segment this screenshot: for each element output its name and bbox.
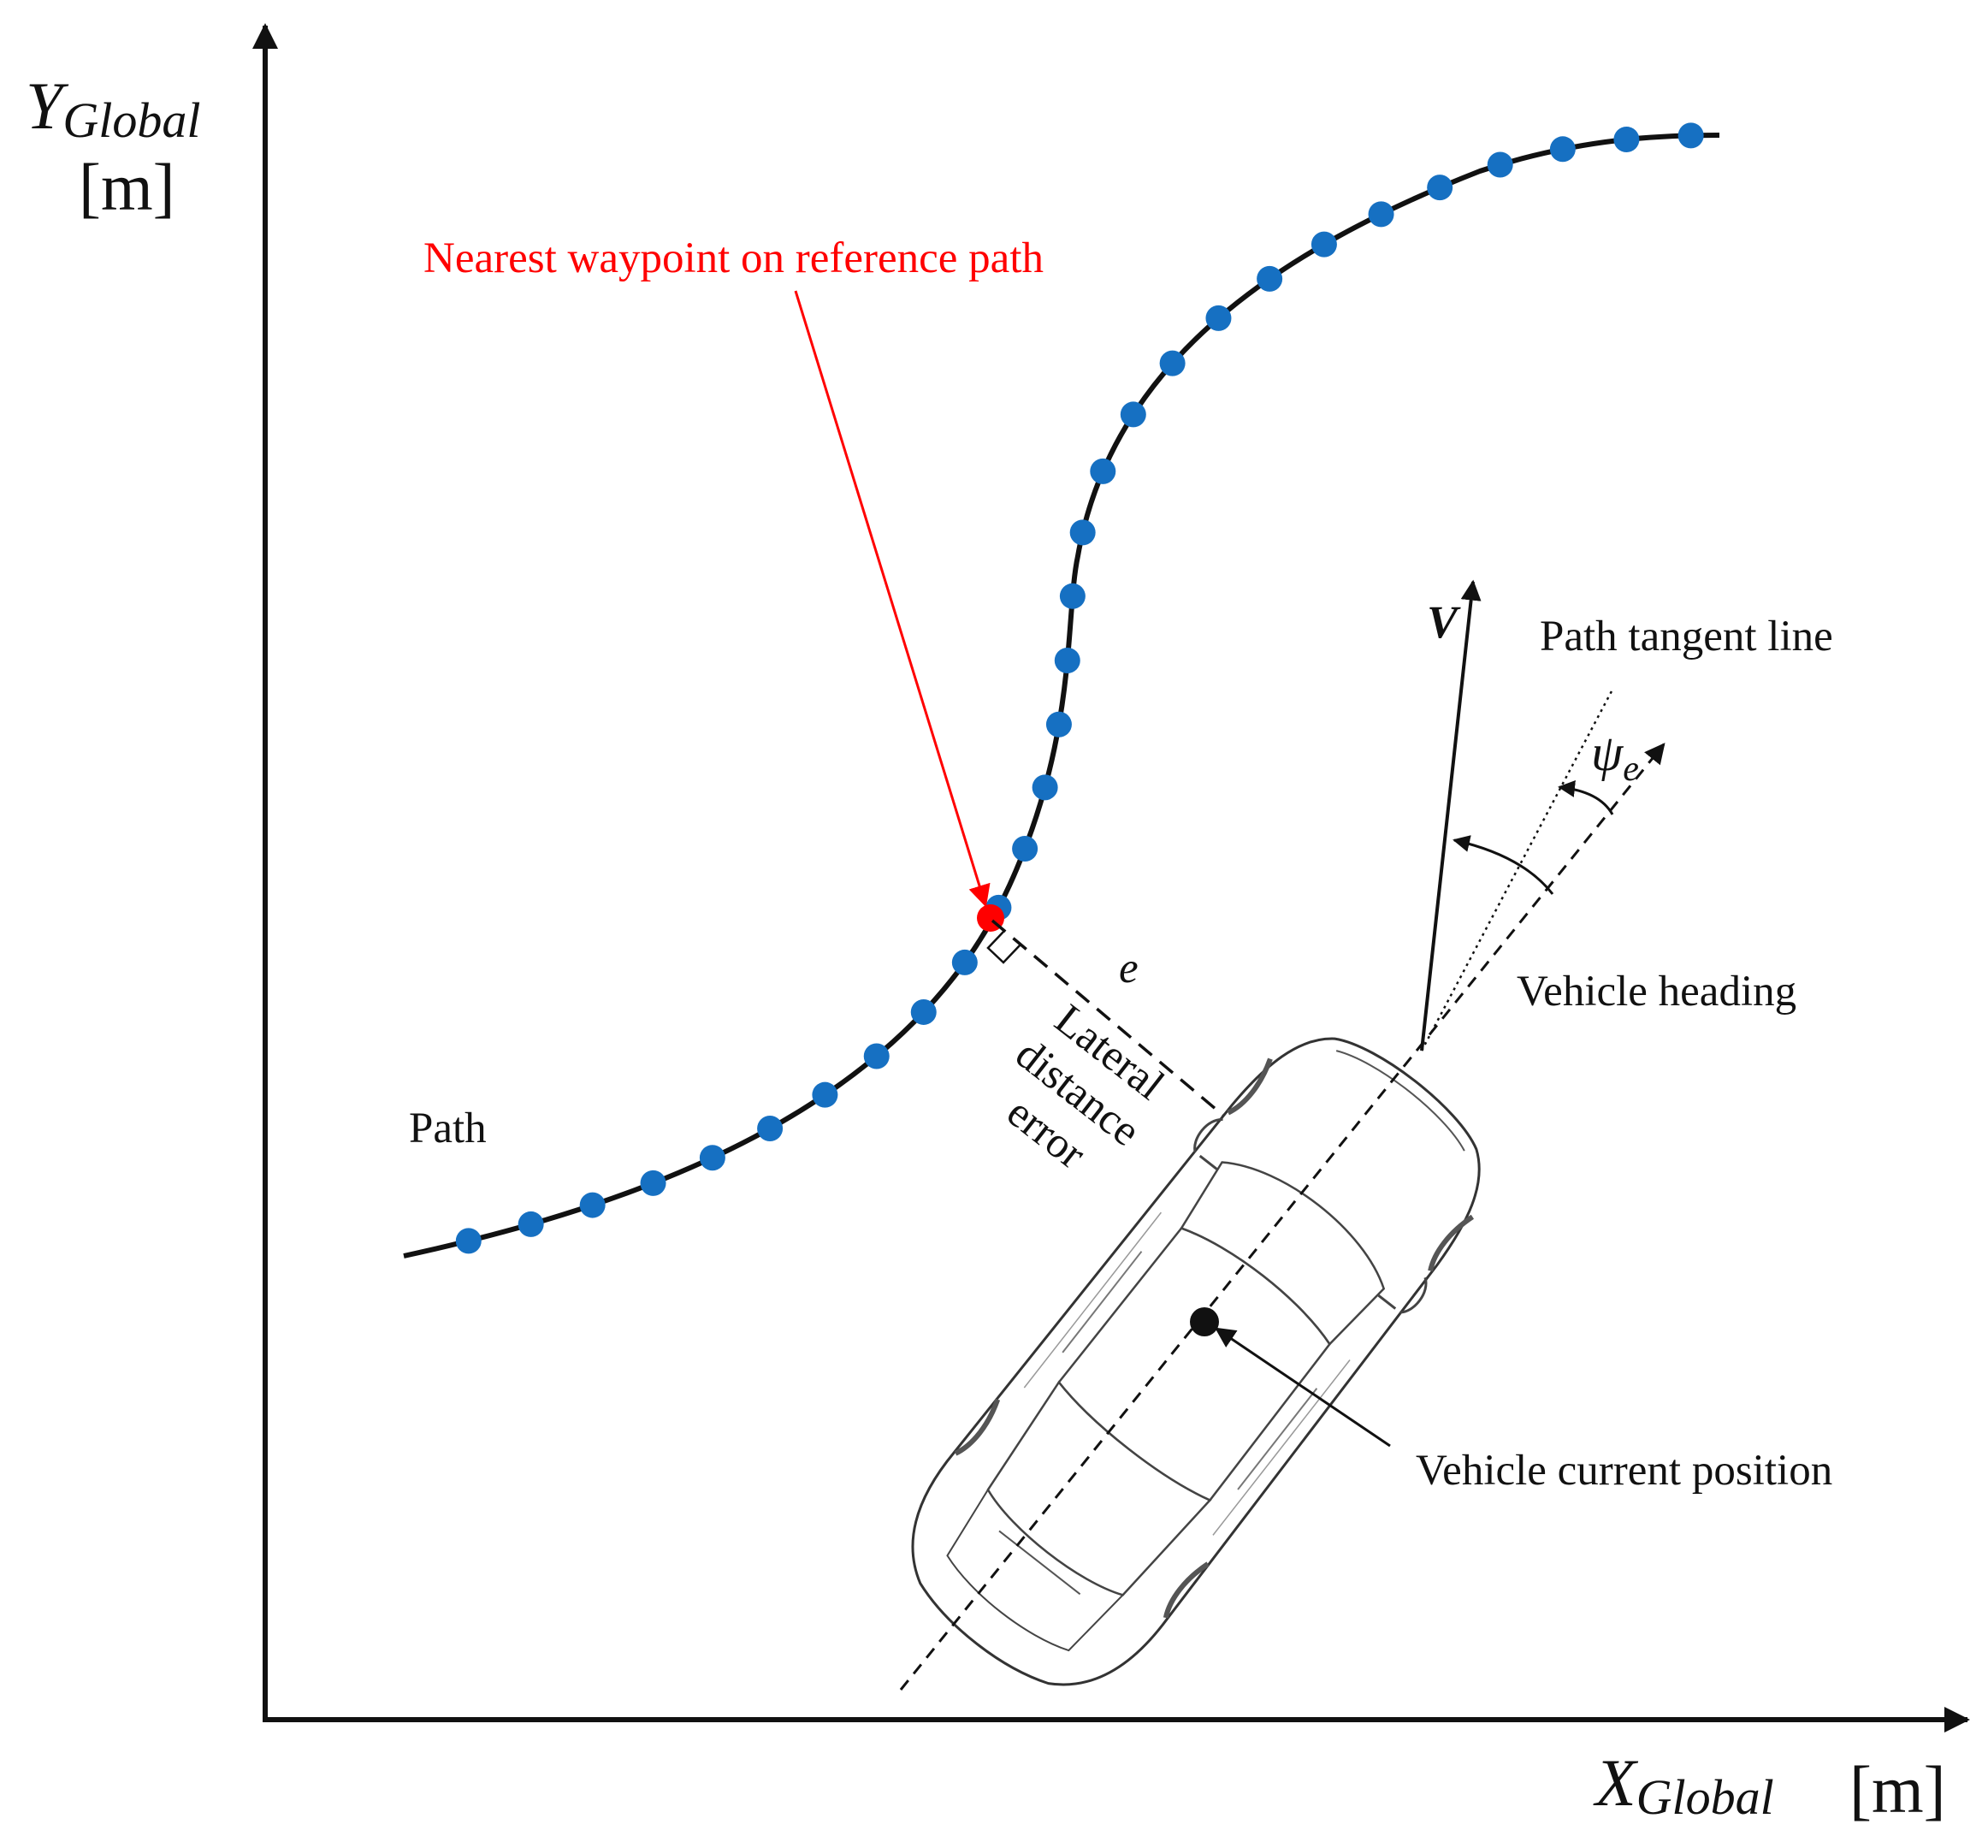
waypoint — [1427, 175, 1453, 201]
path-tangent-label: Path tangent line — [1540, 613, 1833, 660]
vehicle-heading-label: Vehicle heading — [1517, 968, 1796, 1016]
y-axis-label: YGlobal — [26, 68, 201, 148]
waypoint — [1032, 774, 1058, 801]
right-angle-marker — [986, 930, 1021, 964]
waypoint — [812, 1081, 838, 1108]
waypoint — [699, 1145, 725, 1171]
waypoint — [640, 1170, 666, 1196]
y-axis-unit: [m] — [79, 150, 175, 224]
waypoint — [863, 1043, 890, 1069]
velocity-label: V — [1427, 596, 1461, 648]
waypoint — [1368, 201, 1394, 228]
waypoint — [1059, 583, 1086, 609]
error-symbol-label: e — [1119, 945, 1139, 992]
heading-error-label: ψe — [1591, 725, 1639, 789]
waypoint — [1613, 127, 1640, 153]
waypoint — [1311, 231, 1337, 258]
waypoint — [1045, 711, 1072, 737]
waypoint — [757, 1116, 784, 1142]
waypoint — [518, 1211, 544, 1237]
waypoint — [951, 949, 978, 975]
velocity-vector — [1420, 579, 1482, 1051]
waypoint — [1677, 122, 1704, 149]
vehicle-position-arrow — [1215, 1327, 1391, 1448]
waypoint — [579, 1192, 606, 1218]
waypoint — [1120, 401, 1146, 428]
nearest-waypoint-label: Nearest waypoint on reference path — [423, 234, 1044, 282]
waypoint — [1054, 647, 1080, 673]
lateral-error-label: Lateral distance error — [998, 996, 1173, 1179]
waypoint — [1257, 265, 1283, 292]
waypoint — [1487, 151, 1513, 178]
waypoint — [1012, 835, 1038, 862]
waypoint — [1069, 519, 1096, 546]
vehicle — [911, 1037, 1481, 1686]
waypoint — [1549, 136, 1576, 163]
x-axis-unit: [m] — [1849, 1752, 1946, 1827]
path-label: Path — [409, 1105, 487, 1152]
waypoint — [455, 1228, 482, 1254]
axes — [252, 23, 1970, 1732]
waypoint — [1205, 305, 1232, 331]
waypoints — [455, 122, 1704, 1254]
waypoint — [1090, 458, 1116, 484]
vehicle-position-label: Vehicle current position — [1416, 1447, 1832, 1495]
x-axis-label: XGlobal — [1593, 1745, 1774, 1825]
heading-angle-arc — [1453, 835, 1554, 895]
waypoint — [910, 998, 937, 1025]
nearest-waypoint-arrow — [794, 290, 991, 908]
vehicle-heading-line — [899, 743, 1666, 1691]
waypoint — [1159, 350, 1186, 376]
vehicle-position-marker — [1190, 1307, 1219, 1336]
heading-error-arc — [1558, 779, 1614, 815]
